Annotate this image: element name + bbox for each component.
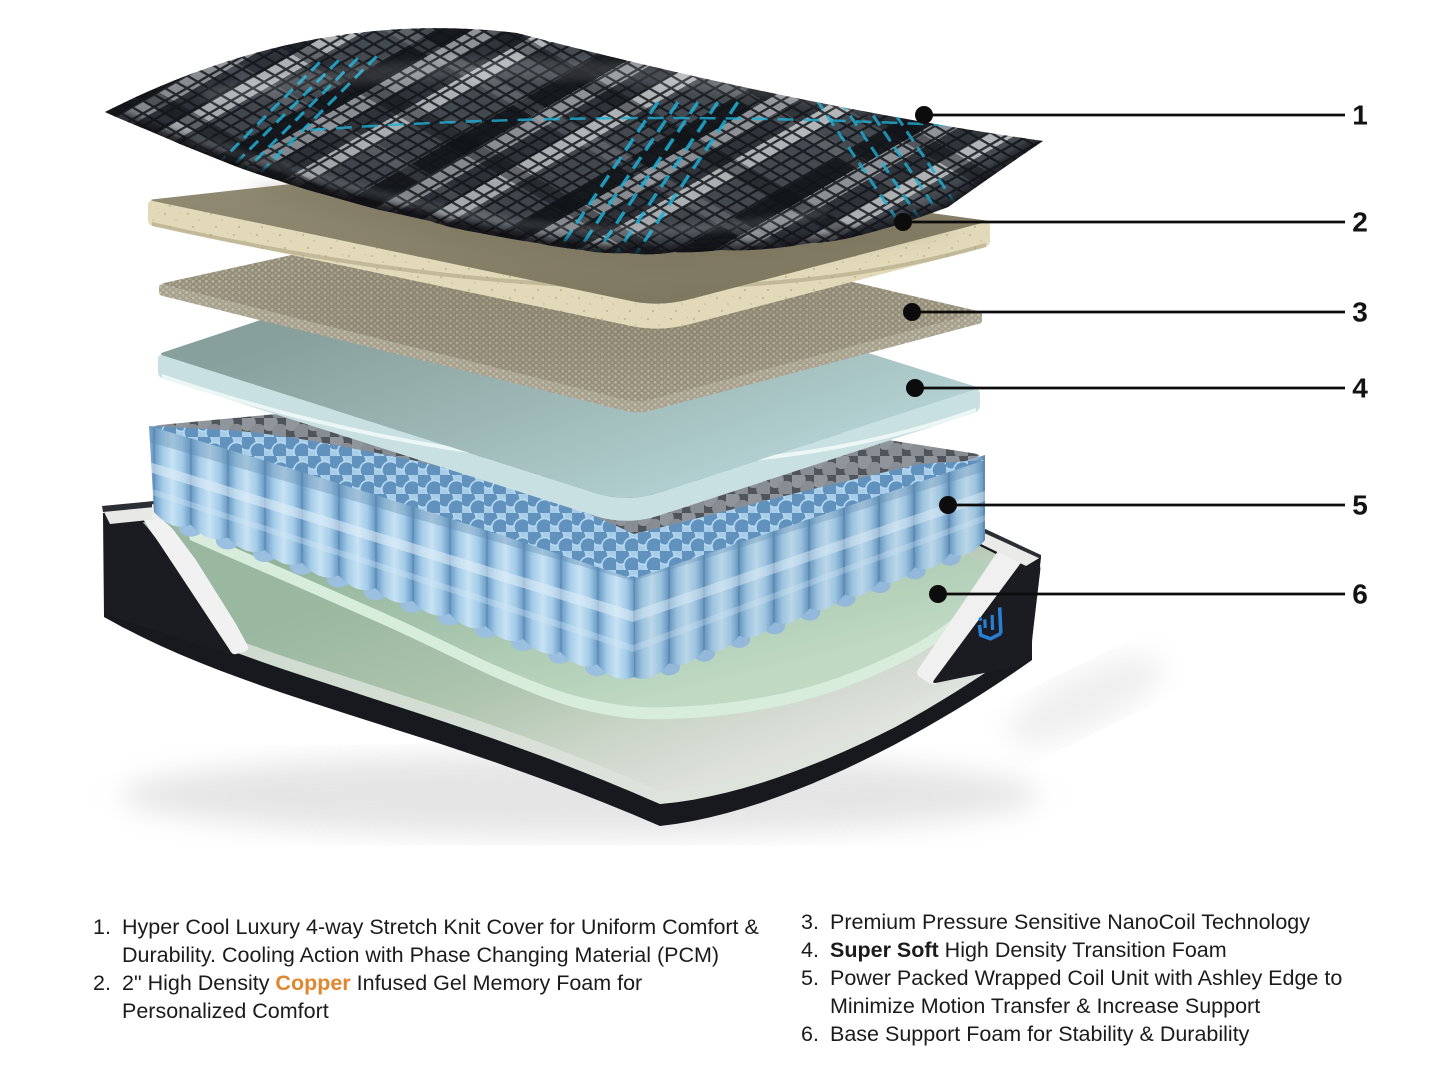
svg-text:4.: 4. <box>801 938 819 962</box>
svg-text:Minimize Motion Transfer & Inc: Minimize Motion Transfer & Increase Supp… <box>830 994 1260 1018</box>
svg-text:1: 1 <box>1352 100 1368 131</box>
svg-text:3: 3 <box>1352 297 1368 328</box>
svg-text:2.: 2. <box>93 971 111 995</box>
svg-text:4: 4 <box>1352 373 1368 404</box>
svg-text:5: 5 <box>1352 490 1368 521</box>
svg-text:1.: 1. <box>93 915 111 939</box>
svg-text:2: 2 <box>1352 207 1368 238</box>
svg-text:Premium Pressure Sensitive Nan: Premium Pressure Sensitive NanoCoil Tech… <box>830 910 1310 934</box>
svg-text:3.: 3. <box>801 910 819 934</box>
svg-text:Power Packed Wrapped Coil Unit: Power Packed Wrapped Coil Unit with Ashl… <box>830 966 1342 990</box>
svg-text:6.: 6. <box>801 1022 819 1046</box>
svg-text:5.: 5. <box>801 966 819 990</box>
svg-text:Hyper Cool Luxury 4-way Stretc: Hyper Cool Luxury 4-way Stretch Knit Cov… <box>122 915 759 939</box>
svg-text:Durability. Cooling Action wit: Durability. Cooling Action with Phase Ch… <box>122 943 719 967</box>
svg-text:6: 6 <box>1352 579 1368 610</box>
svg-text:Base Support Foam for Stabilit: Base Support Foam for Stability & Durabi… <box>830 1022 1250 1046</box>
svg-text:Personalized Comfort: Personalized Comfort <box>122 999 329 1023</box>
svg-text:2" High Density Copper Infused: 2" High Density Copper Infused Gel Memor… <box>122 971 642 995</box>
svg-text:Super Soft High Density Transi: Super Soft High Density Transition Foam <box>830 938 1227 962</box>
